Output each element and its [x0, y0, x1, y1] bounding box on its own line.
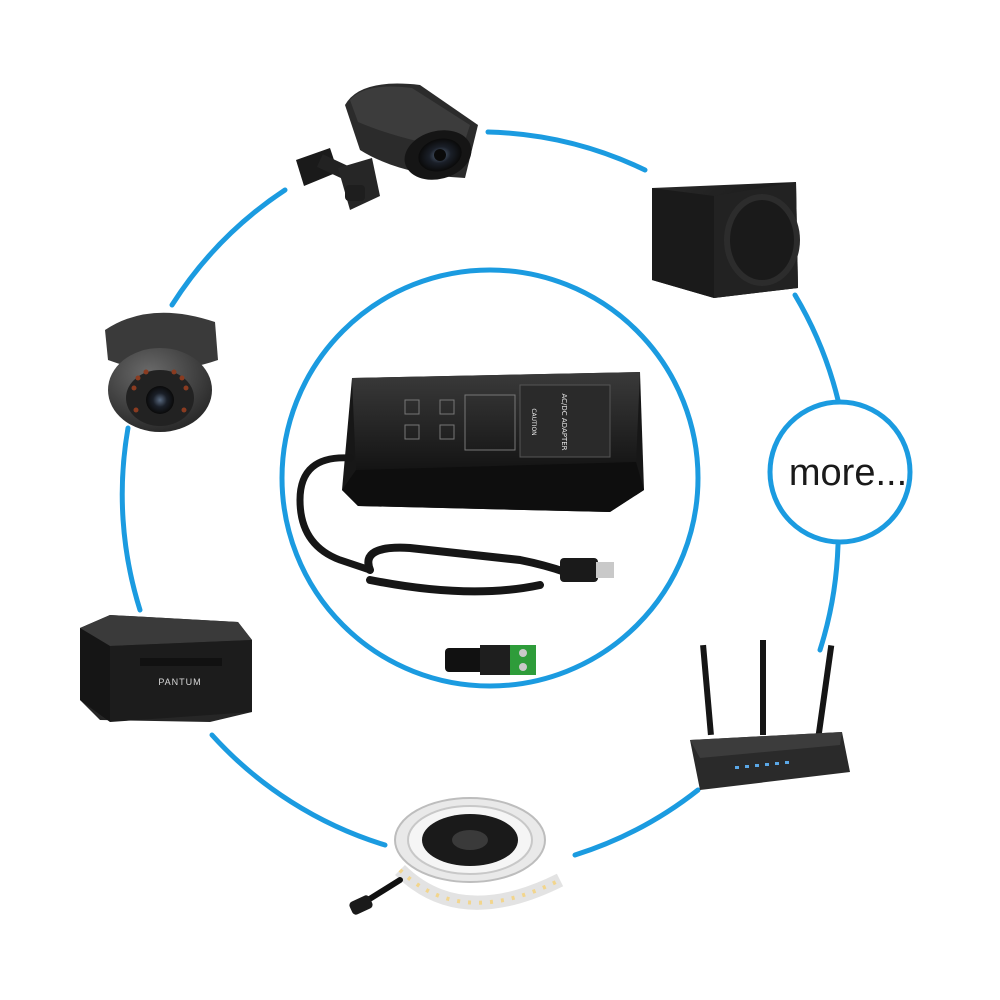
led-strip-reel-icon [349, 797, 564, 915]
printer-brand: PANTUM [158, 677, 201, 687]
caution-label: CAUTION [530, 408, 537, 435]
wifi-router-icon [690, 640, 850, 790]
bullet-security-camera-icon [296, 83, 478, 210]
laser-printer-icon: PANTUM [80, 615, 252, 722]
more-label: more... [789, 452, 907, 494]
inner-ring [279, 267, 701, 689]
subwoofer-speaker-icon [652, 182, 800, 298]
dome-security-camera-icon [105, 312, 218, 432]
outer-ring [119, 129, 841, 858]
ac-dc-power-adapter-icon: AC/DC ADAPTER CAUTION [296, 372, 644, 596]
adapter-label: AC/DC ADAPTER [560, 393, 568, 450]
dc-barrel-connector-icon [445, 645, 536, 675]
more-bubble: more... [767, 399, 913, 545]
